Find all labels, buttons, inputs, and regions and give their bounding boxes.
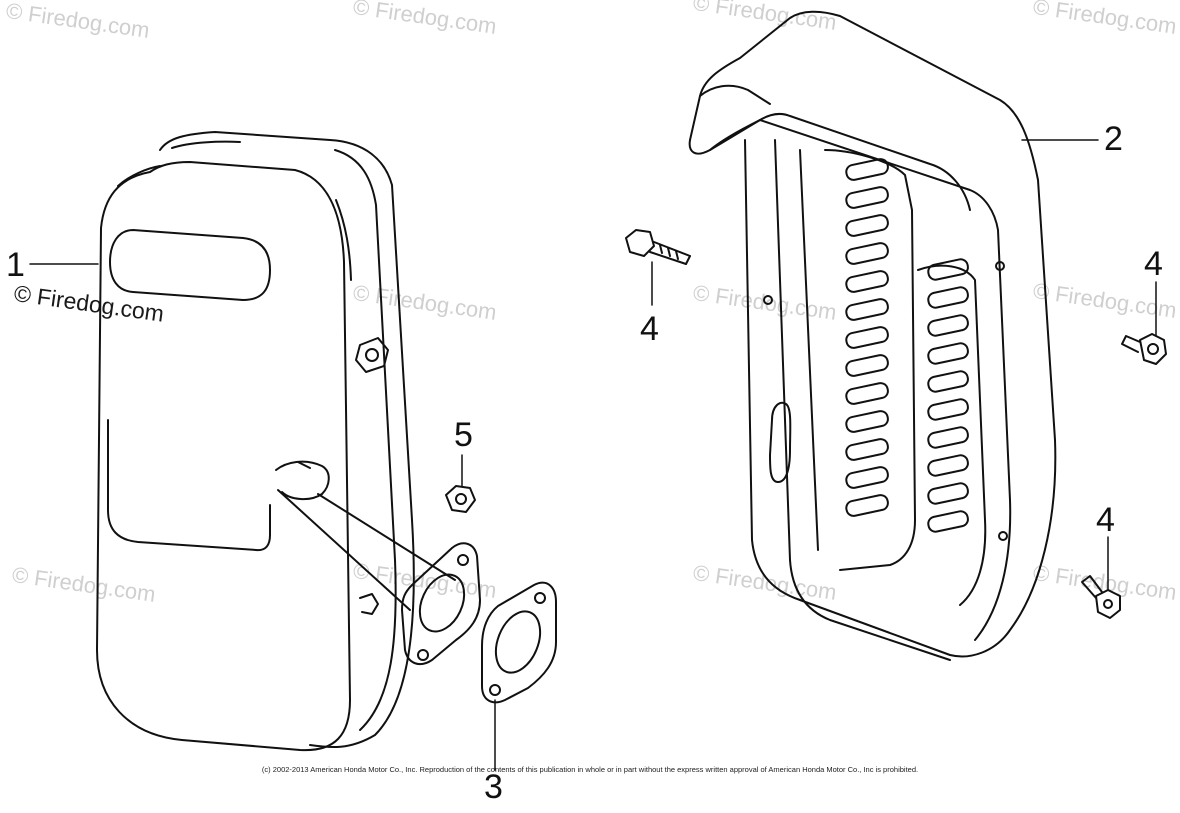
- gasket-drawing: [481, 581, 557, 704]
- bolt-a-drawing: [625, 229, 691, 265]
- callout-part-2: 2: [1104, 120, 1123, 158]
- muffler-drawing: [96, 131, 481, 752]
- copyright-notice: (c) 2002-2013 American Honda Motor Co., …: [261, 765, 919, 774]
- callout-part-1: 1: [6, 246, 25, 284]
- callout-part-5: 5: [454, 416, 473, 454]
- nut-drawing: [445, 485, 476, 513]
- callout-part-4: 4: [1096, 501, 1115, 539]
- protector-drawing: [688, 10, 1057, 661]
- callout-part-4: 4: [1144, 245, 1163, 283]
- leader-lines: [29, 139, 1157, 771]
- callout-part-4: 4: [640, 310, 659, 348]
- bolt-b-drawing: [1121, 333, 1167, 365]
- callout-part-3: 3: [484, 768, 503, 806]
- louver-column-a: [845, 158, 889, 517]
- louver-column-b: [927, 258, 969, 533]
- bolt-c-drawing: [1081, 575, 1121, 619]
